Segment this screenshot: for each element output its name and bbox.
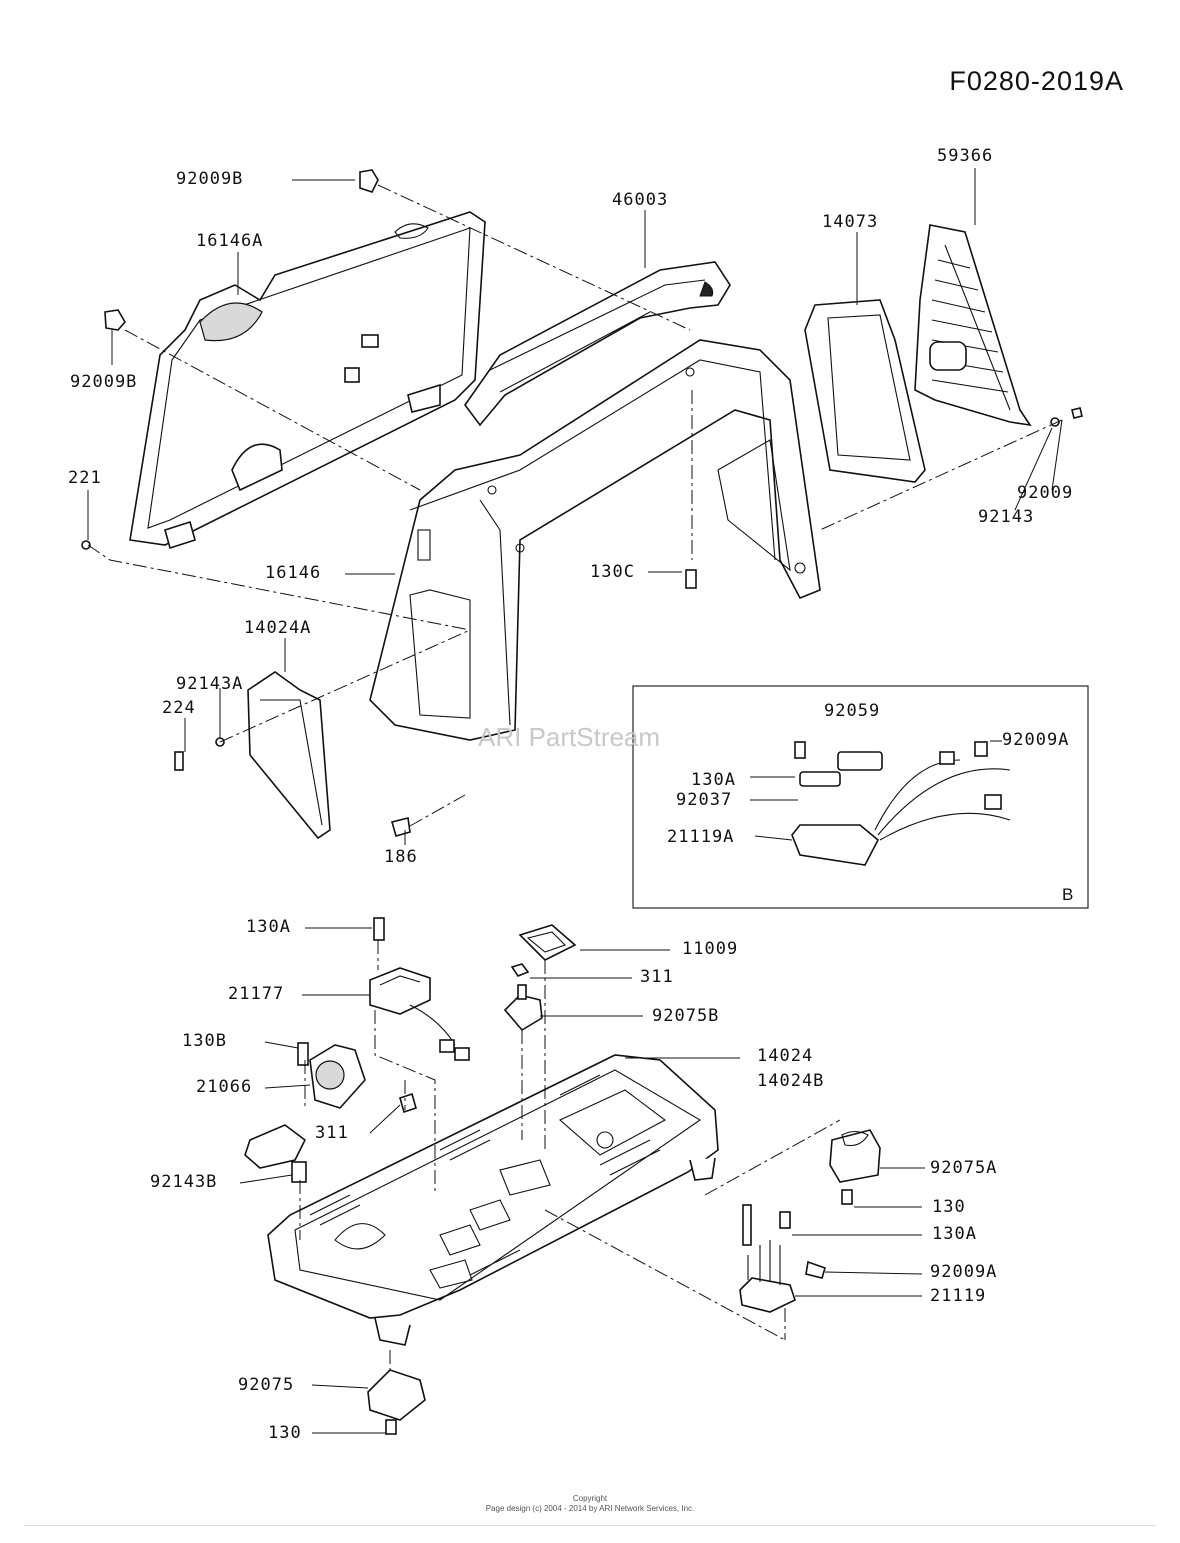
part-label-92037[interactable]: 92037 bbox=[676, 790, 733, 810]
part-label-92009A[interactable]: 92009A bbox=[930, 1262, 998, 1282]
part-label-92143A[interactable]: 92143A bbox=[176, 674, 244, 694]
part-label-224[interactable]: 224 bbox=[162, 698, 196, 718]
part-label-92009A[interactable]: 92009A bbox=[1002, 730, 1070, 750]
part-label-130A[interactable]: 130A bbox=[246, 917, 291, 937]
part-label-16146[interactable]: 16146 bbox=[265, 563, 322, 583]
part-label-92143[interactable]: 92143 bbox=[978, 507, 1035, 527]
rear-frame-16146A bbox=[129, 211, 486, 550]
part-label-21066[interactable]: 21066 bbox=[196, 1077, 253, 1097]
watermark: ARI PartStream bbox=[478, 722, 661, 752]
leader-lines bbox=[87, 168, 1063, 1434]
part-label-92059[interactable]: 92059 bbox=[824, 701, 881, 721]
part-label-130[interactable]: 130 bbox=[932, 1197, 966, 1217]
part-label-11009[interactable]: 11009 bbox=[682, 939, 739, 959]
part-label-130A[interactable]: 130A bbox=[691, 770, 736, 790]
components-bottom bbox=[244, 917, 881, 1435]
part-label-92075[interactable]: 92075 bbox=[238, 1375, 295, 1395]
footer: Copyright Page design (c) 2004 - 2014 by… bbox=[0, 1494, 1180, 1514]
footer-copyright: Copyright bbox=[572, 1494, 608, 1503]
main-frame-16146 bbox=[369, 339, 821, 741]
part-label-130[interactable]: 130 bbox=[268, 1423, 302, 1443]
part-label-14073[interactable]: 14073 bbox=[822, 212, 879, 232]
part-label-130A[interactable]: 130A bbox=[932, 1224, 977, 1244]
part-label-21177[interactable]: 21177 bbox=[228, 984, 285, 1004]
part-label-92075B[interactable]: 92075B bbox=[652, 1006, 720, 1026]
part-label-14024A[interactable]: 14024A bbox=[244, 618, 312, 638]
base-tray-14024 bbox=[267, 1054, 719, 1346]
part-label-46003[interactable]: 46003 bbox=[612, 190, 669, 210]
assembly-lines-top bbox=[87, 184, 1063, 827]
figure-id: F0280-2019A bbox=[949, 66, 1124, 96]
footer-page-design: Page design (c) 2004 - 2014 by ARI Netwo… bbox=[485, 1504, 695, 1513]
part-label-92143B[interactable]: 92143B bbox=[150, 1172, 218, 1192]
handle-46003 bbox=[464, 261, 731, 427]
assembly-lines-bottom bbox=[299, 940, 841, 1372]
part-label-92009[interactable]: 92009 bbox=[1017, 483, 1074, 503]
part-label-92075A[interactable]: 92075A bbox=[930, 1158, 998, 1178]
louver-grille-59366 bbox=[914, 224, 1032, 427]
part-label-92009B[interactable]: 92009B bbox=[176, 169, 244, 189]
inset-box-B bbox=[632, 685, 1089, 909]
part-label-21119A[interactable]: 21119A bbox=[667, 827, 735, 847]
part-label-59366[interactable]: 59366 bbox=[937, 146, 994, 166]
part-label-311[interactable]: 311 bbox=[640, 967, 674, 987]
inset-letter: B bbox=[1062, 885, 1074, 904]
part-label-92009B[interactable]: 92009B bbox=[70, 372, 138, 392]
part-label-130B[interactable]: 130B bbox=[182, 1031, 227, 1051]
side-panel-14024A bbox=[247, 671, 331, 840]
part-label-130C[interactable]: 130C bbox=[590, 562, 635, 582]
part-label-186[interactable]: 186 bbox=[384, 847, 418, 867]
part-label-14024[interactable]: 14024 bbox=[757, 1046, 814, 1066]
part-label-311[interactable]: 311 bbox=[315, 1123, 349, 1143]
part-label-16146A[interactable]: 16146A bbox=[196, 231, 264, 251]
part-label-21119[interactable]: 21119 bbox=[930, 1286, 987, 1306]
panel-14073 bbox=[804, 299, 926, 483]
part-label-221[interactable]: 221 bbox=[68, 468, 102, 488]
part-label-14024B[interactable]: 14024B bbox=[757, 1071, 825, 1091]
bottom-divider bbox=[24, 1525, 1156, 1526]
